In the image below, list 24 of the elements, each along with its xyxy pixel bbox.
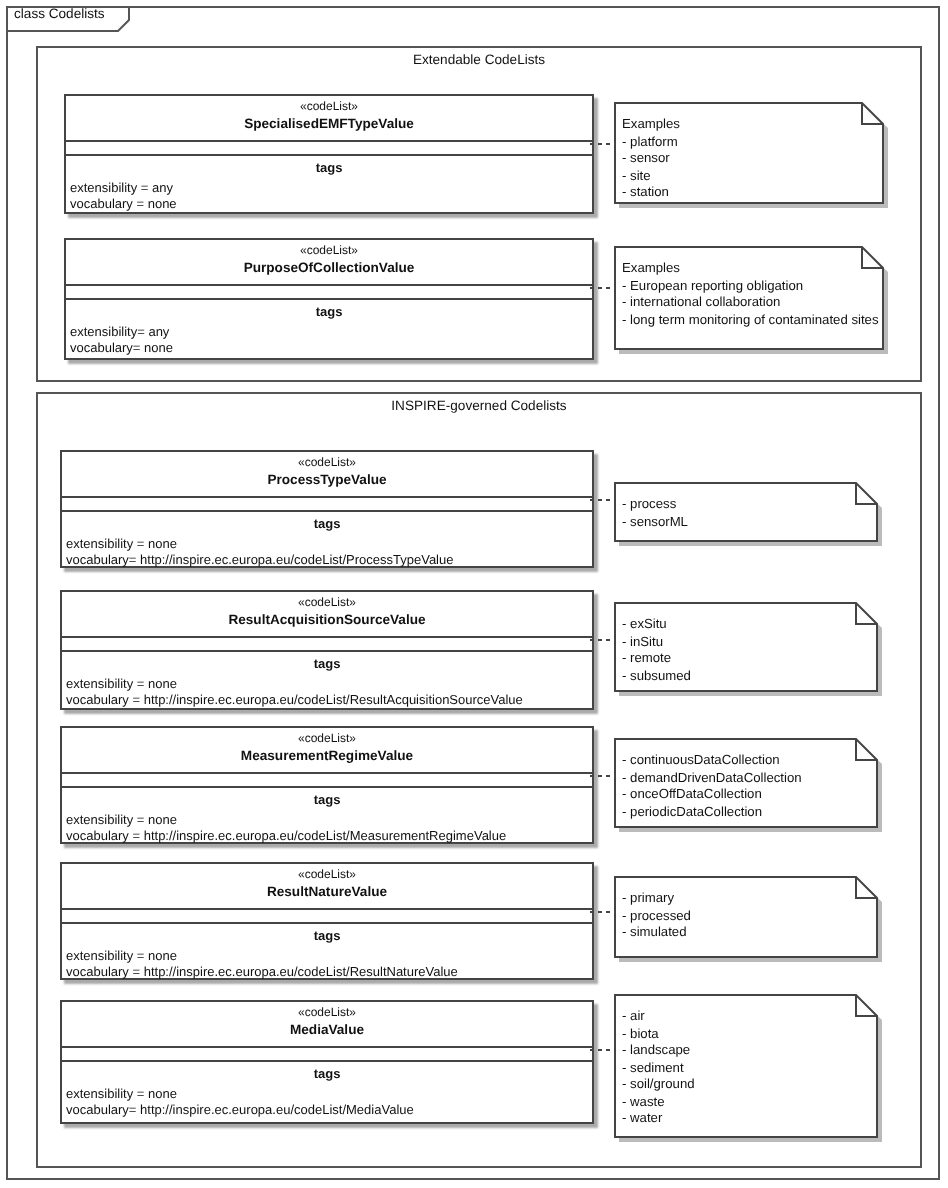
class-box	[60, 590, 594, 710]
note-box	[614, 482, 878, 542]
note-connector	[589, 143, 611, 145]
note-box	[614, 602, 878, 692]
note-box	[614, 994, 878, 1138]
note-connector	[589, 911, 611, 913]
note-connector	[589, 499, 611, 501]
note-connector	[589, 639, 611, 641]
note-box	[614, 102, 884, 204]
note-connector	[589, 287, 611, 289]
note-connector	[589, 1049, 611, 1051]
class-box	[60, 726, 594, 844]
note-box	[614, 246, 884, 350]
class-box	[60, 450, 594, 568]
class-box	[64, 238, 594, 360]
diagram-frame	[6, 6, 940, 1180]
package-box	[36, 46, 922, 382]
note-box	[614, 876, 878, 958]
note-box	[614, 738, 878, 828]
note-connector	[589, 775, 611, 777]
class-box	[60, 862, 594, 980]
class-box	[64, 94, 594, 214]
class-box	[60, 1000, 594, 1124]
package-box	[36, 392, 922, 1168]
